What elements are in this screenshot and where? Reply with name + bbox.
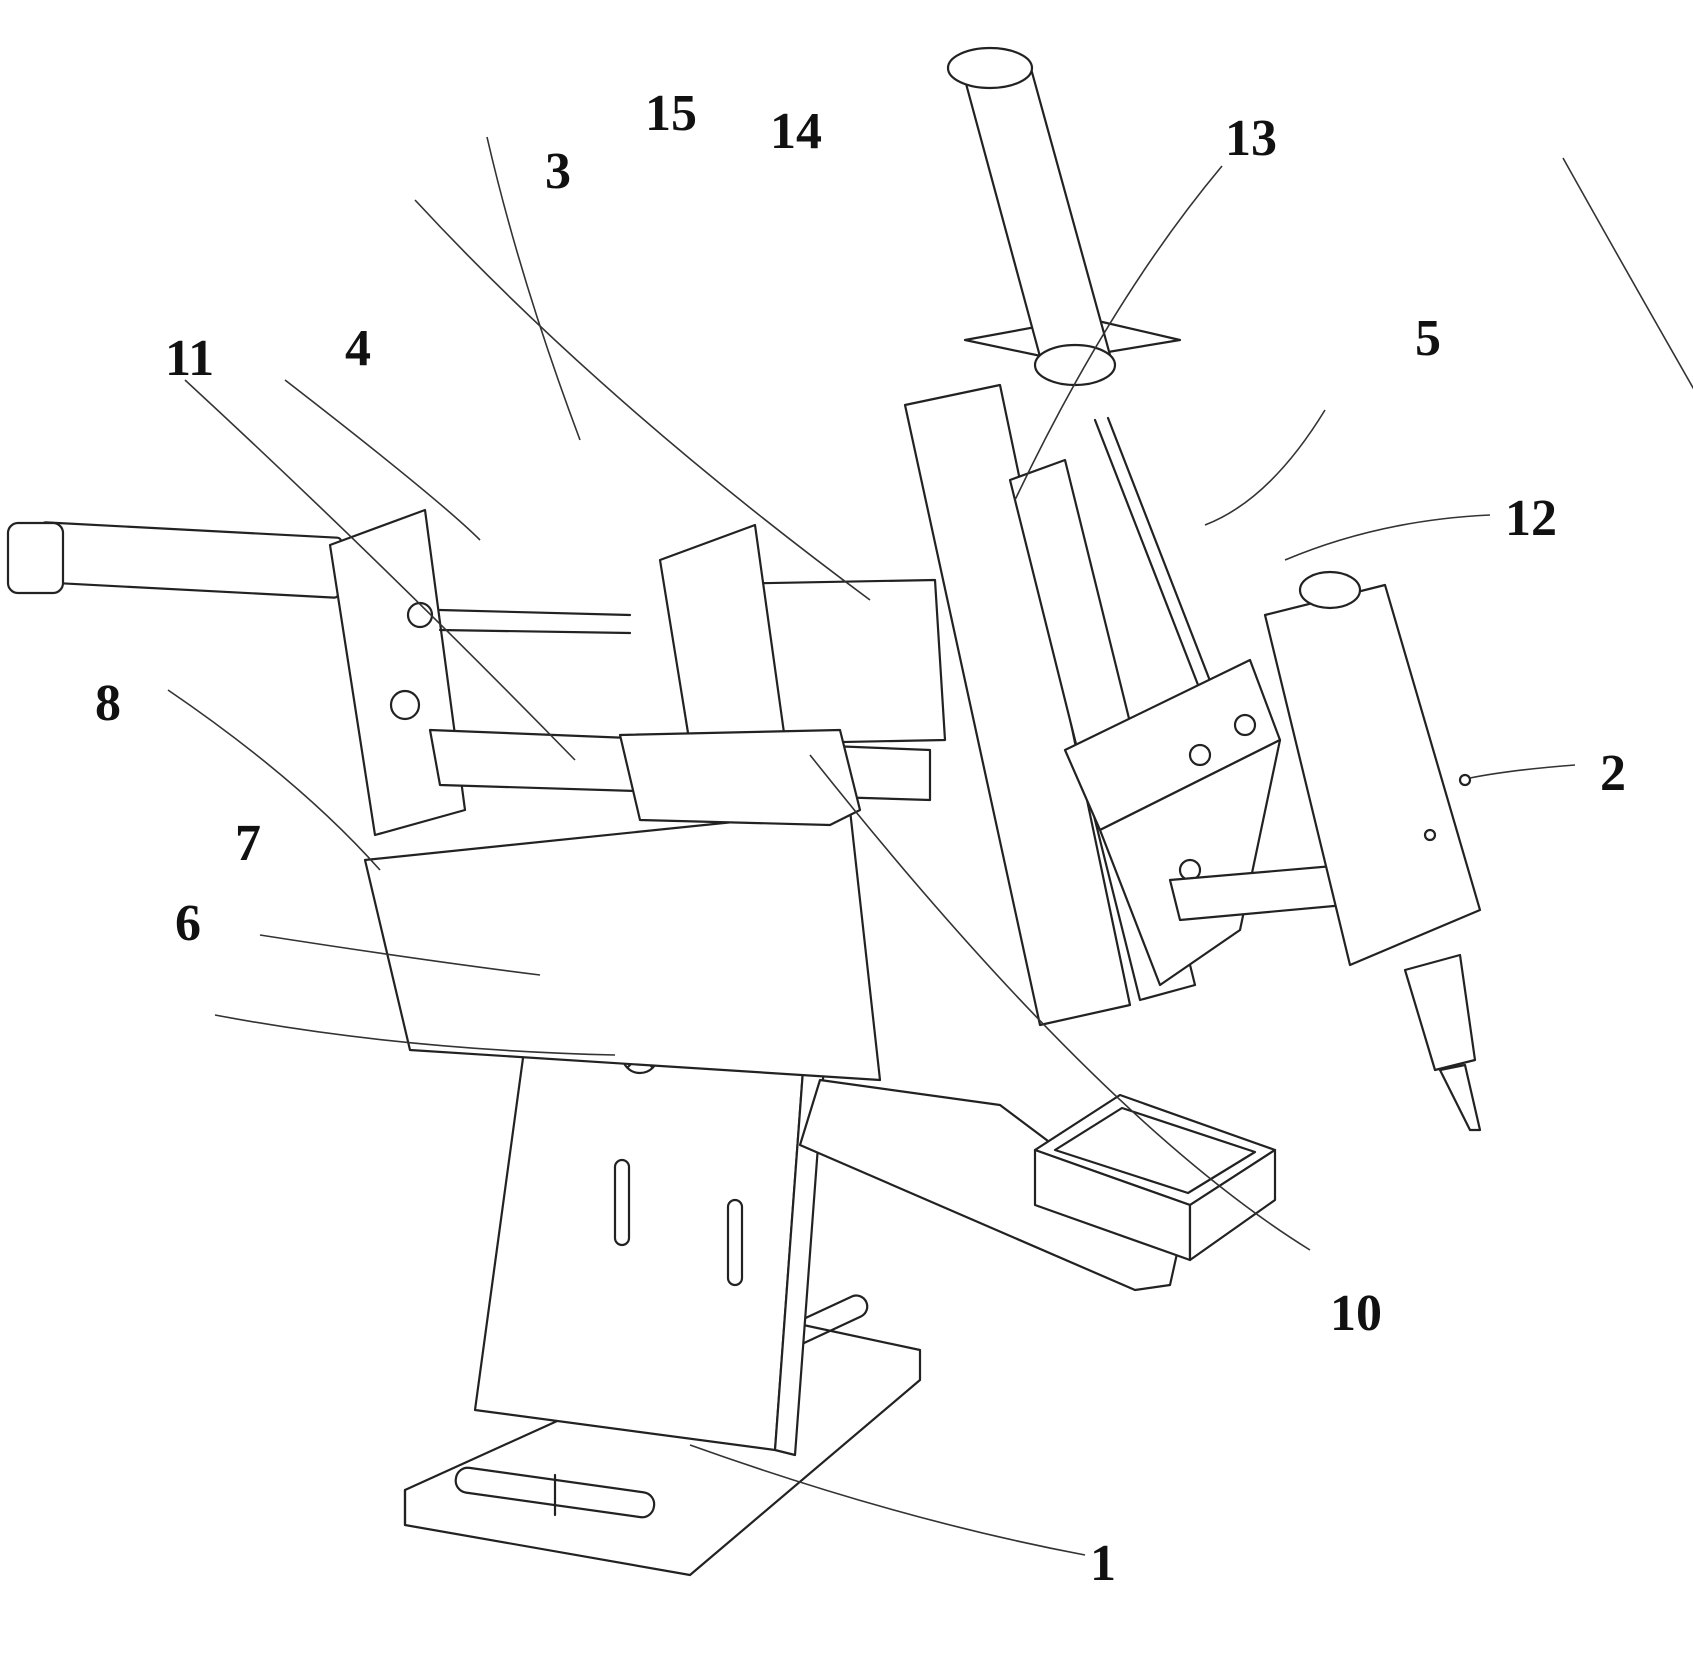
callout-5: 5 [1415, 310, 1441, 367]
callout-13: 13 [1225, 110, 1277, 167]
callout-12: 12 [1505, 490, 1557, 547]
callout-15: 15 [645, 85, 697, 142]
top-cylinder [946, 46, 1214, 692]
mount-block [363, 808, 882, 1082]
callout-7: 7 [235, 815, 261, 872]
callout-14: 14 [770, 103, 822, 160]
dispenser-head [1263, 570, 1482, 1132]
gripper-holder [1063, 658, 1347, 987]
tray-arm [798, 1078, 1182, 1292]
callout-2: 2 [1600, 745, 1626, 802]
leader-lines [167, 136, 1693, 1556]
callout-8: 8 [95, 675, 121, 732]
callout-1: 1 [1090, 1535, 1116, 1592]
left-cylinder [6, 508, 632, 837]
callout-11: 11 [165, 330, 214, 387]
callout-6: 6 [175, 895, 201, 952]
callout-3: 3 [545, 143, 571, 200]
collection-box [1033, 1093, 1277, 1262]
callout-4: 4 [345, 320, 371, 377]
slider-block [618, 523, 947, 827]
callout-10: 10 [1330, 1285, 1382, 1342]
